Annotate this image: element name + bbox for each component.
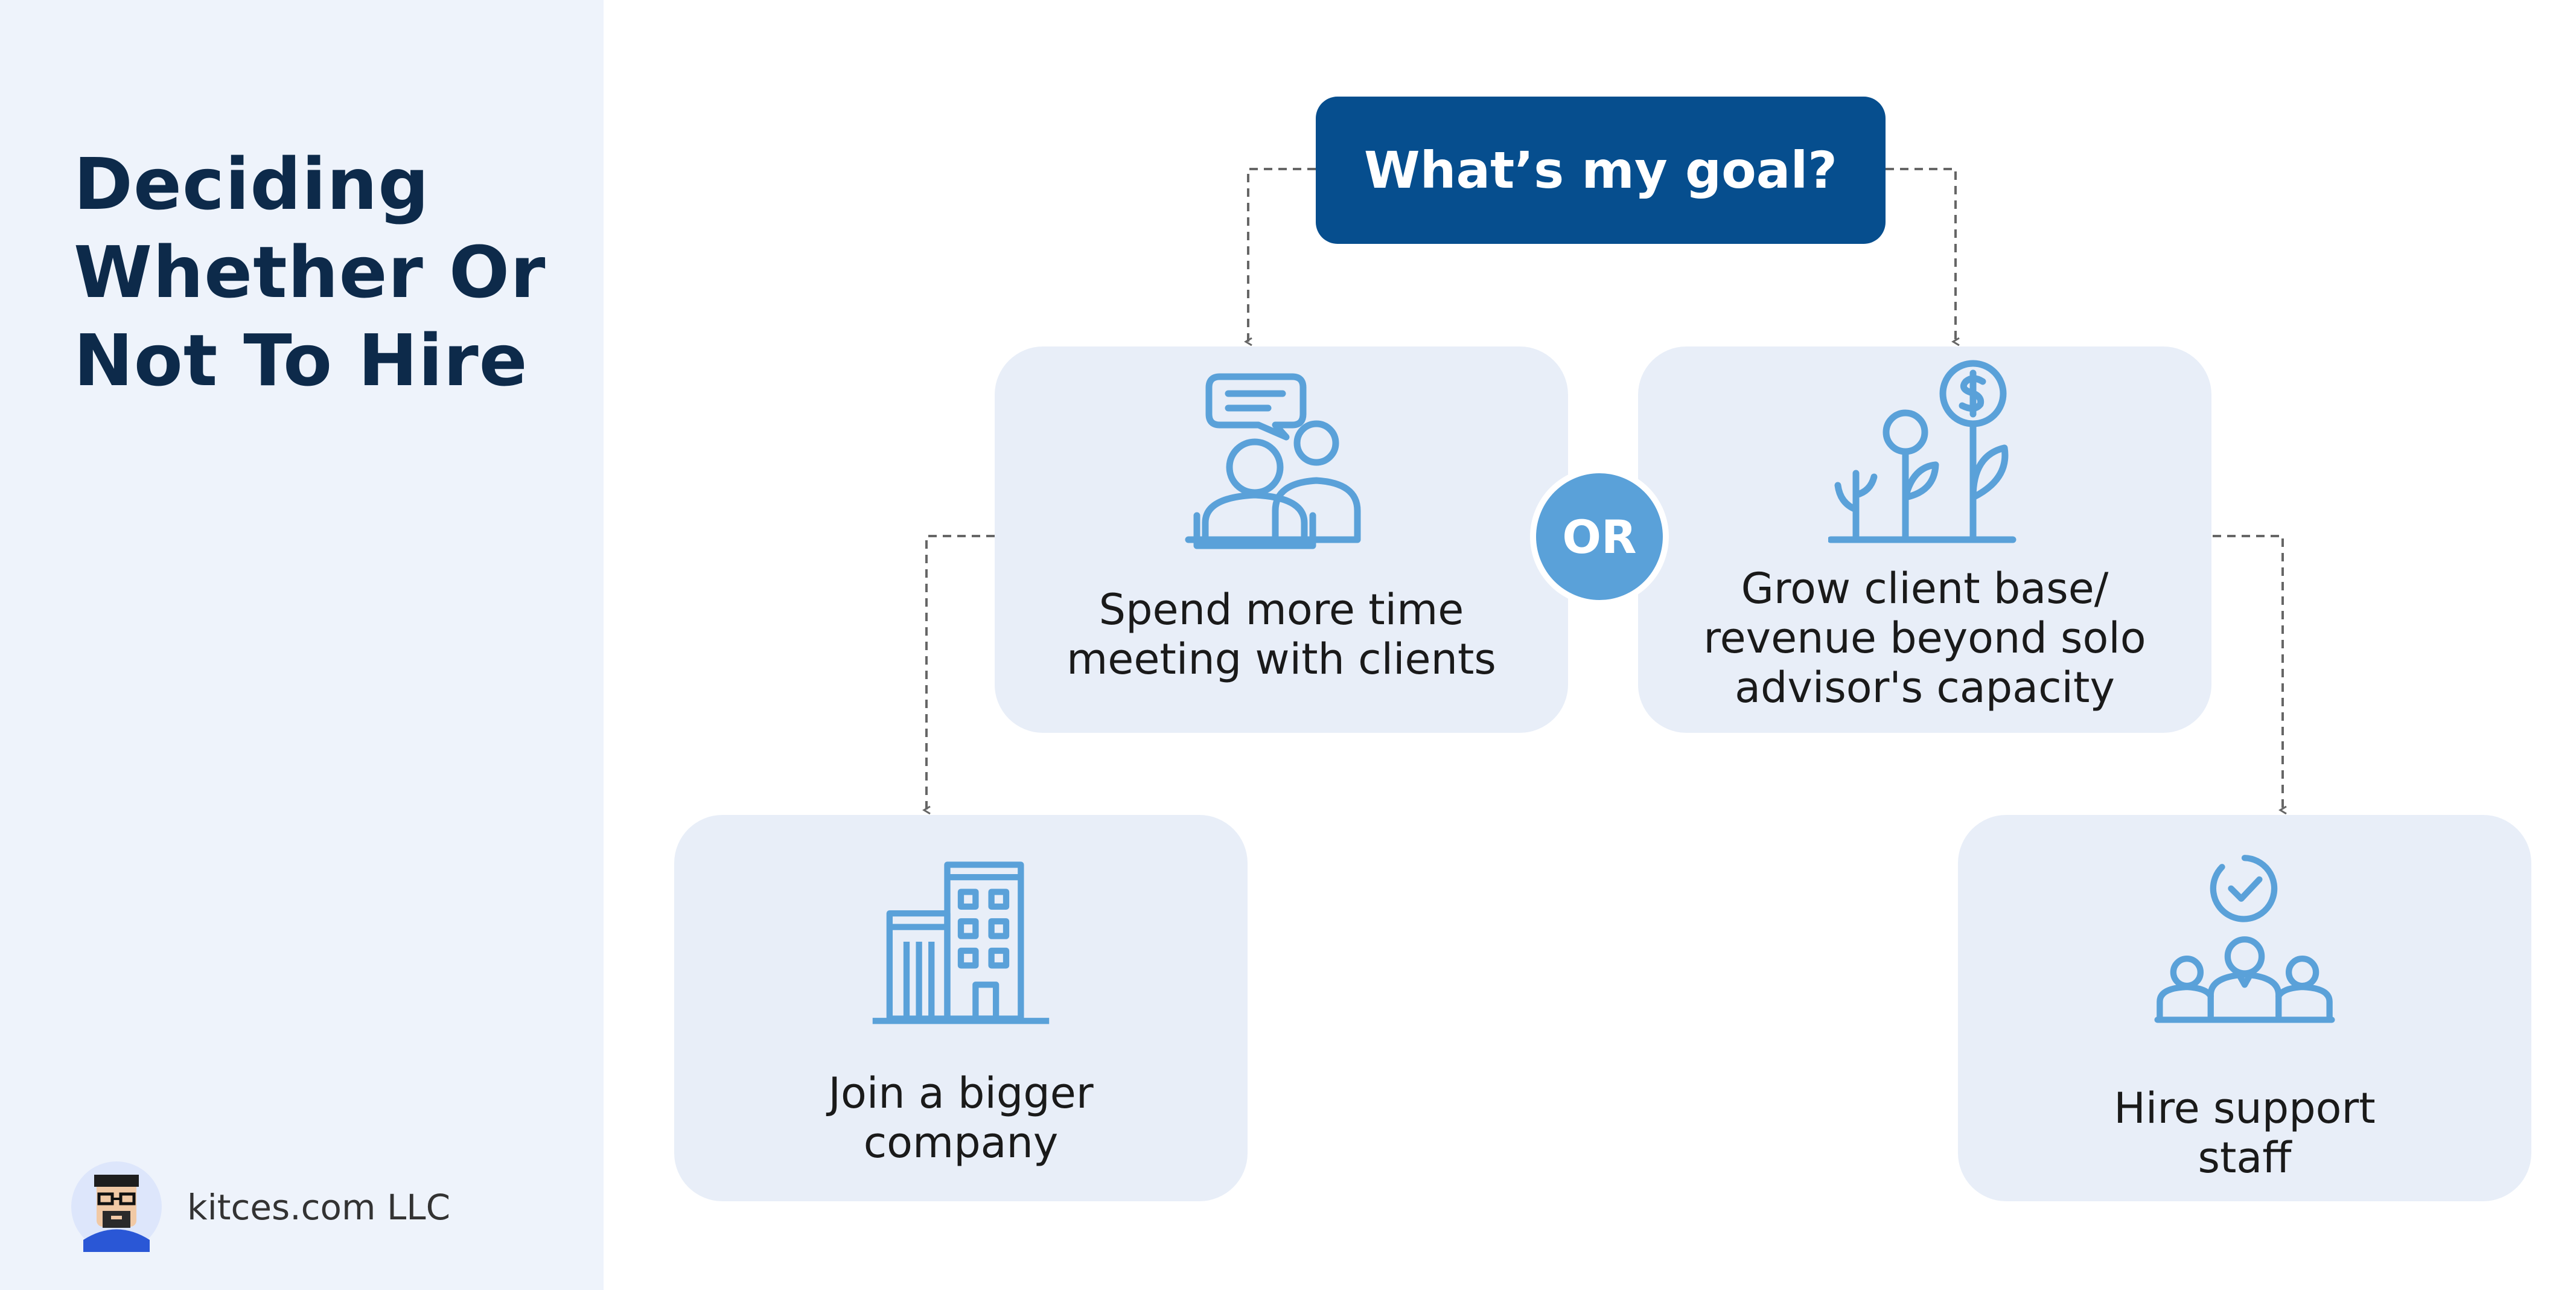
avatar-icon	[71, 1161, 162, 1252]
option-label: Spend more time meeting with clients	[1066, 585, 1496, 684]
connector-goal-to-option-2	[1886, 168, 1956, 342]
brand-name: kitces.com LLC	[187, 1187, 451, 1228]
option-label: Grow client base/ revenue beyond solo ad…	[1703, 564, 2146, 712]
team-check-icon	[2154, 855, 2335, 1023]
office-building-icon	[872, 861, 1050, 1024]
or-badge: OR	[1536, 473, 1663, 600]
connector-option-2-to-outcome-2	[2213, 535, 2283, 810]
meeting-icon	[1185, 373, 1361, 549]
option-card-growth: Grow client base/ revenue beyond solo ad…	[1638, 346, 2211, 733]
outcome-label: Join a bigger company	[828, 1068, 1094, 1167]
outcome-card-join-company: Join a bigger company	[674, 815, 1248, 1201]
page-title: Deciding Whether Or Not To Hire	[74, 142, 546, 402]
outcome-label: Hire support staff	[2114, 1084, 2376, 1183]
connector-option-1-to-outcome-1	[926, 535, 995, 810]
option-card-meeting: Spend more time meeting with clients	[995, 346, 1568, 733]
goal-label: What’s my goal?	[1363, 141, 1837, 200]
sidebar: Deciding Whether Or Not To Hire kitces.c…	[0, 0, 604, 1290]
growth-plant-icon	[1828, 360, 2016, 543]
or-label: OR	[1562, 509, 1637, 564]
goal-box: What’s my goal?	[1316, 97, 1886, 244]
outcome-card-hire-staff: Hire support staff	[1958, 815, 2531, 1201]
connector-goal-to-option-1	[1248, 168, 1316, 342]
brand: kitces.com LLC	[71, 1161, 518, 1252]
